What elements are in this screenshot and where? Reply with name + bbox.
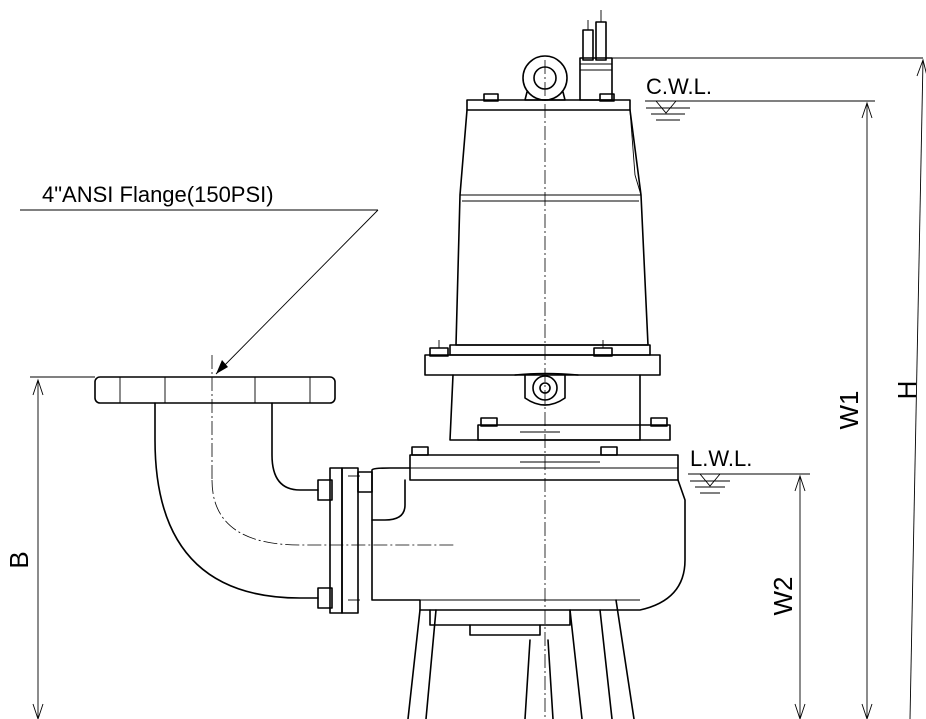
cwl-marker (645, 100, 875, 121)
pump-casing (371, 467, 686, 636)
discharge-flange (94, 376, 336, 404)
dim-h-label: H (892, 381, 922, 400)
dim-w2-line (794, 474, 806, 719)
flange-label: 4"ANSI Flange(150PSI) (42, 182, 274, 207)
center-lines (211, 60, 546, 719)
lwl-marker (688, 473, 810, 494)
lwl-label: L.W.L. (690, 446, 752, 471)
connection-flange (317, 467, 373, 614)
power-cables (579, 10, 923, 101)
dim-w1-label: W1 (834, 391, 864, 430)
pump-stand (407, 599, 635, 719)
flange-leader (20, 209, 379, 375)
dim-w1-line (861, 101, 873, 719)
cwl-label: C.W.L. (646, 74, 712, 99)
dim-w2-label: W2 (768, 577, 798, 616)
motor-housing (455, 93, 649, 346)
dim-b-label: B (4, 551, 34, 568)
discharge-elbow (154, 402, 319, 599)
dim-b-line (30, 376, 95, 719)
